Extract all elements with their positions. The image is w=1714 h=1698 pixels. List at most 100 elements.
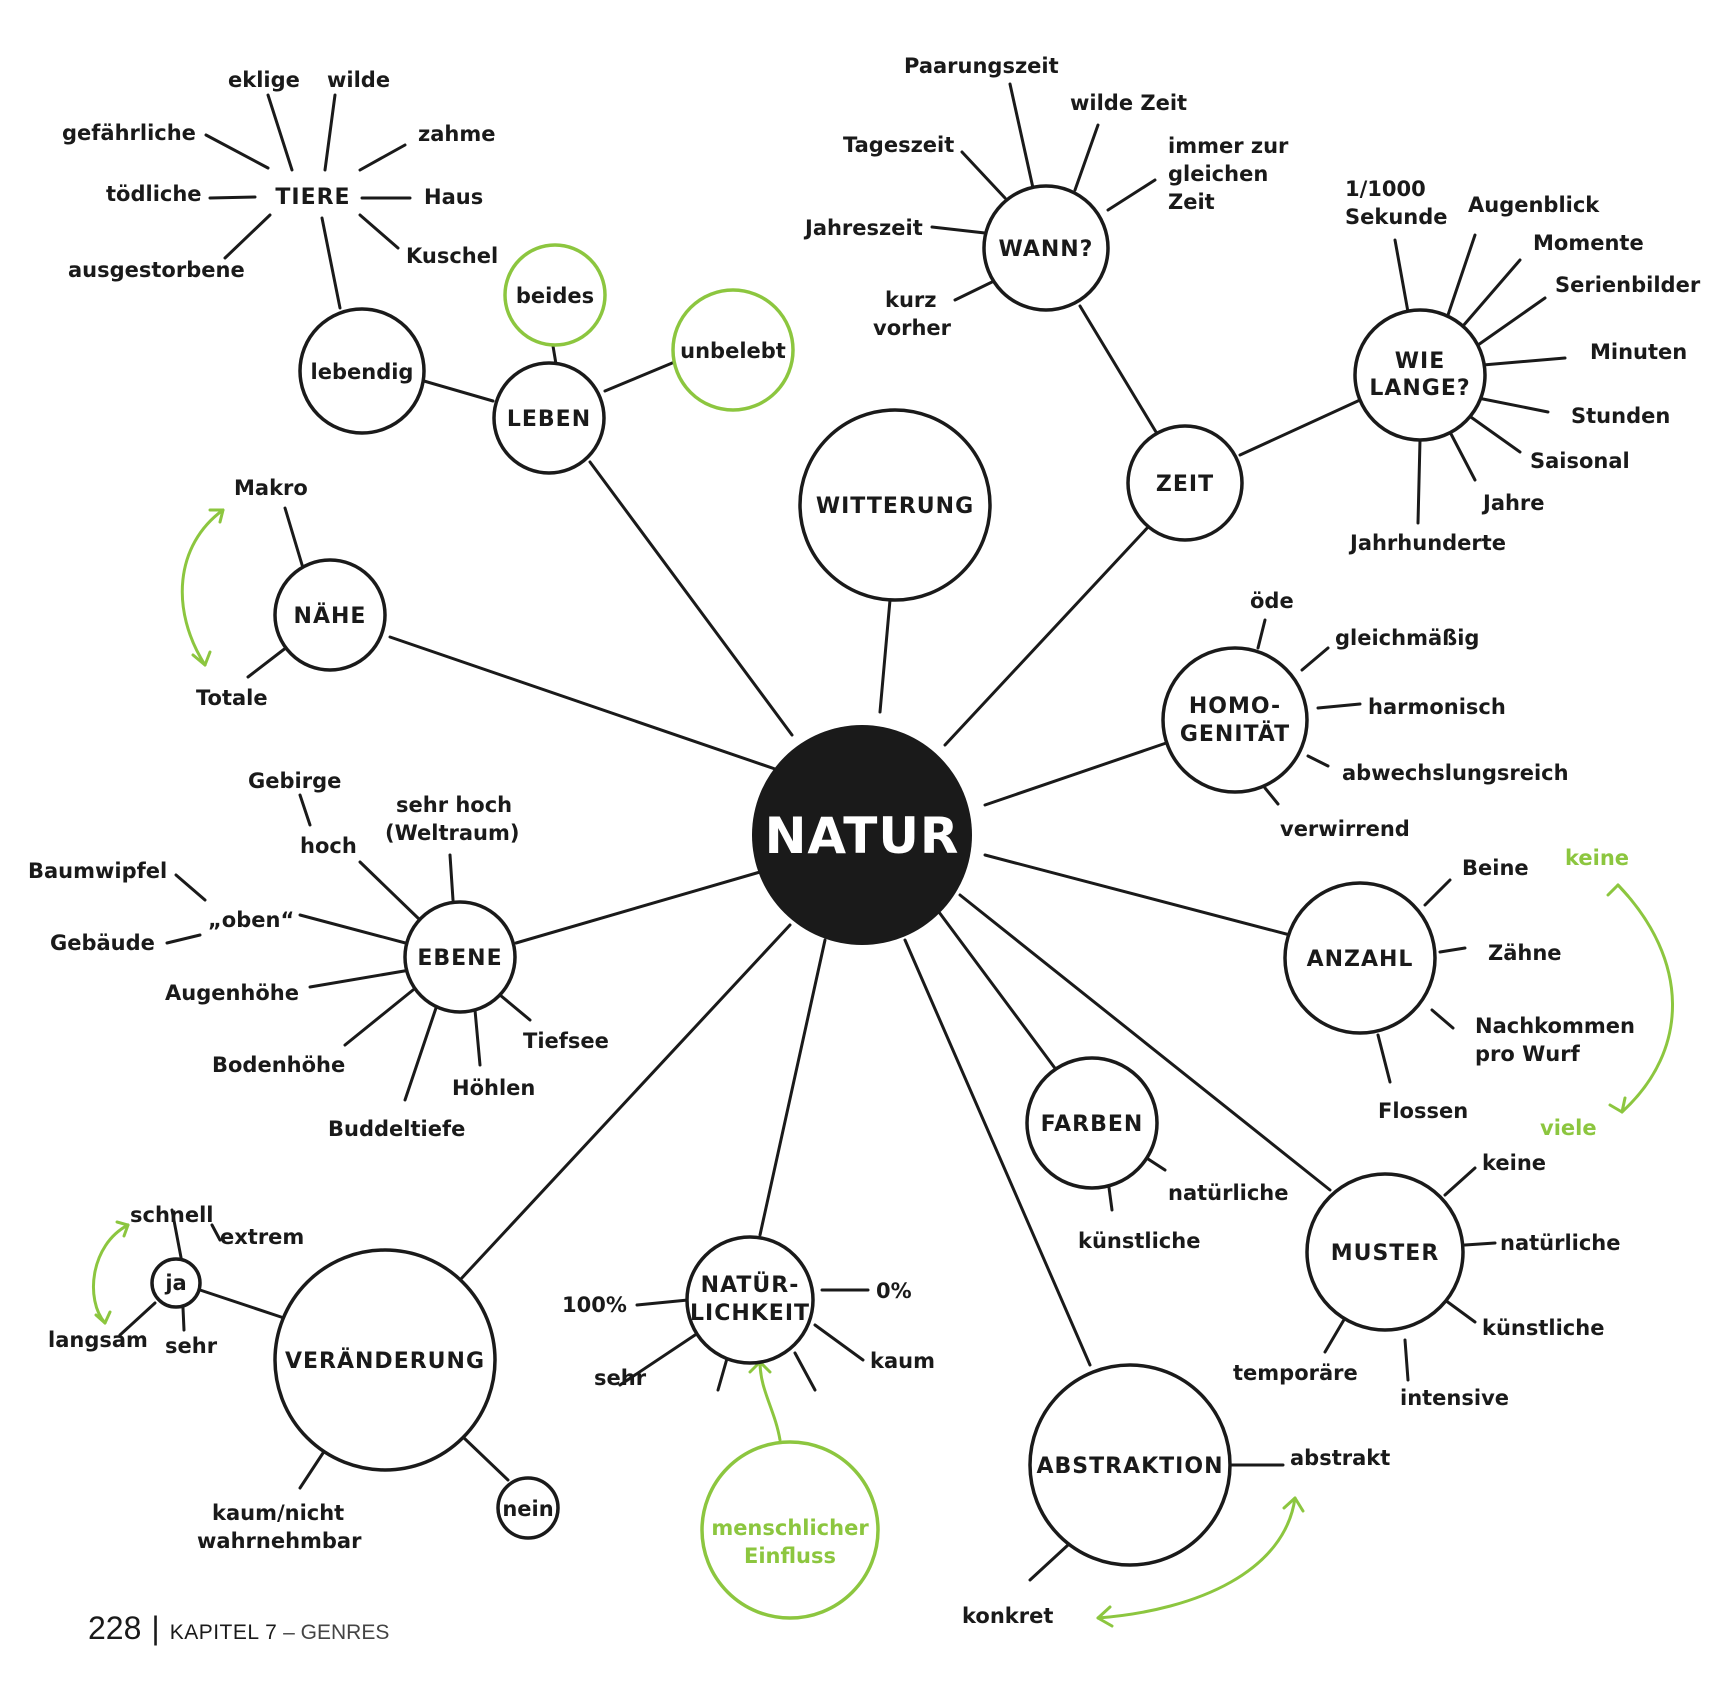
leaf-kaum-nicht-2: wahrnehmbar: [197, 1529, 362, 1553]
leaf-zaehne: Zähne: [1488, 941, 1562, 965]
wie-lange-label-1: WIE: [1395, 349, 1445, 374]
leben-label: LEBEN: [507, 407, 591, 432]
leaf-tiefsee: Tiefsee: [523, 1029, 609, 1053]
leaf-serienbilder: Serienbilder: [1555, 273, 1701, 297]
node-beides: [503, 243, 607, 347]
leaf-muster-keine: keine: [1482, 1151, 1546, 1175]
ja-label: ja: [164, 1271, 186, 1295]
leaf-muster-kuenstliche: künstliche: [1482, 1316, 1604, 1340]
menschlicher-einfluss-label-2: Einfluss: [744, 1544, 836, 1568]
leaf-totale: Totale: [196, 686, 268, 710]
node-ebene: [403, 900, 517, 1014]
leaf-momente: Momente: [1533, 231, 1644, 255]
leaf-muster-temporaere: temporäre: [1233, 1361, 1358, 1385]
zeit-label: ZEIT: [1156, 472, 1214, 497]
node-farben: [1025, 1056, 1159, 1190]
leaf-verwirrend: verwirrend: [1280, 817, 1410, 841]
leaf-augenhoehe: Augenhöhe: [165, 981, 299, 1005]
leaf-extrem: extrem: [220, 1225, 304, 1249]
ebene-label: EBENE: [417, 946, 502, 971]
footer-separator: |: [151, 1610, 160, 1646]
leaf-nachkommen-1: Nachkommen: [1475, 1014, 1635, 1038]
leaf-langsam: langsam: [48, 1328, 148, 1352]
tiere-label: TIERE: [275, 185, 350, 210]
leaf-nachkommen-2: pro Wurf: [1475, 1042, 1581, 1066]
node-lebendig: [298, 307, 426, 435]
leaf-augenblick: Augenblick: [1468, 193, 1600, 217]
wann-label: WANN?: [999, 237, 1094, 262]
wie-lange-label-2: LANGE?: [1369, 376, 1470, 401]
unbelebt-label: unbelebt: [680, 339, 786, 363]
leaf-sehr-hoch-1: sehr hoch: [396, 793, 512, 817]
leaf-100-percent: 100%: [562, 1293, 627, 1317]
section-title: – GENRES: [277, 1621, 390, 1644]
veraenderung-label: VERÄNDERUNG: [285, 1348, 485, 1374]
leaf-wilde-zeit: wilde Zeit: [1070, 91, 1187, 115]
leaf-flossen: Flossen: [1378, 1099, 1468, 1123]
leaf-1-1000-2: Sekunde: [1345, 205, 1448, 229]
leaf-jahrhunderte: Jahrhunderte: [1348, 531, 1506, 555]
muster-label: MUSTER: [1331, 1241, 1440, 1266]
leaf-zahme: zahme: [418, 122, 495, 146]
leaf-gebaeude: Gebäude: [50, 931, 155, 955]
node-wann: [982, 184, 1110, 312]
center-label: NATUR: [765, 807, 960, 865]
leaf-immer-zur-1: immer zur: [1168, 134, 1289, 158]
leaf-bodenhoehe: Bodenhöhe: [212, 1053, 345, 1077]
node-nein: [496, 1476, 560, 1540]
leaf-jahre: Jahre: [1481, 491, 1545, 515]
leaf-harmonisch: harmonisch: [1368, 695, 1506, 719]
homogenitaet-label-2: GENITÄT: [1180, 721, 1290, 747]
leaf-muster-intensive: intensive: [1400, 1386, 1509, 1410]
anzahl-label: ANZAHL: [1307, 947, 1414, 972]
leaf-kurz-vorher-1: kurz: [885, 288, 937, 312]
node-zeit: [1126, 424, 1244, 542]
lebendig-label: lebendig: [311, 360, 414, 384]
chapter-title: KAPITEL 7: [169, 1621, 278, 1644]
leaf-stunden: Stunden: [1571, 404, 1670, 428]
leaf-natuer-sehr: sehr: [594, 1366, 647, 1390]
beides-label: beides: [516, 284, 594, 308]
node-ja: [150, 1257, 202, 1309]
leaf-konkret: konkret: [962, 1604, 1053, 1628]
nein-label: nein: [502, 1497, 553, 1521]
node-leben: [492, 361, 606, 475]
leaf-farben-natuerliche: natürliche: [1168, 1181, 1289, 1205]
node-witterung: [798, 408, 992, 602]
leaf-tageszeit: Tageszeit: [843, 133, 954, 157]
farben-label: FARBEN: [1041, 1112, 1144, 1137]
leaf-schnell: schnell: [130, 1203, 214, 1227]
node-wie-lange: [1353, 308, 1487, 442]
homogenitaet-label-1: HOMO-: [1189, 694, 1281, 719]
leaf-saisonal: Saisonal: [1530, 449, 1630, 473]
leaf-gleichmaessig: gleichmäßig: [1335, 626, 1479, 650]
leaf-oede: öde: [1250, 589, 1294, 613]
center-spokes: [388, 460, 1332, 1367]
leaf-kurz-vorher-2: vorher: [873, 316, 952, 340]
leaf-muster-natuerliche: natürliche: [1500, 1231, 1621, 1255]
green-arrows: [92, 508, 1674, 1628]
node-labels: NATUR TIERE lebendig LEBEN beides unbele…: [164, 185, 1470, 1568]
node-veraenderung: [273, 1248, 497, 1472]
leaf-toedliche: tödliche: [106, 182, 202, 206]
leaf-buddeltiefe: Buddeltiefe: [328, 1117, 465, 1141]
leaf-immer-zur-3: Zeit: [1168, 190, 1215, 214]
leaf-1-1000-1: 1/1000: [1345, 177, 1426, 201]
leaf-beine: Beine: [1462, 856, 1529, 880]
leaf-abwechslungsreich: abwechslungsreich: [1342, 761, 1569, 785]
connectors: [118, 82, 1567, 1582]
leaf-wilde: wilde: [327, 68, 390, 92]
leaf-minuten: Minuten: [1590, 340, 1687, 364]
menschlicher-einfluss-label-1: menschlicher: [711, 1516, 869, 1540]
node-anzahl: [1283, 881, 1437, 1035]
leaf-oben: „oben“: [208, 908, 294, 932]
leaf-natuer-kaum: kaum: [870, 1349, 935, 1373]
nodes: [150, 184, 1487, 1620]
node-menschlicher-einfluss: [700, 1440, 880, 1620]
witterung-label: WITTERUNG: [816, 494, 974, 519]
leaf-hoch: hoch: [300, 834, 357, 858]
page-footer: 228|KAPITEL 7 – GENRES: [88, 1610, 389, 1647]
leaf-anzahl-viele: viele: [1540, 1116, 1597, 1140]
leaf-hoehlen: Höhlen: [452, 1076, 535, 1100]
